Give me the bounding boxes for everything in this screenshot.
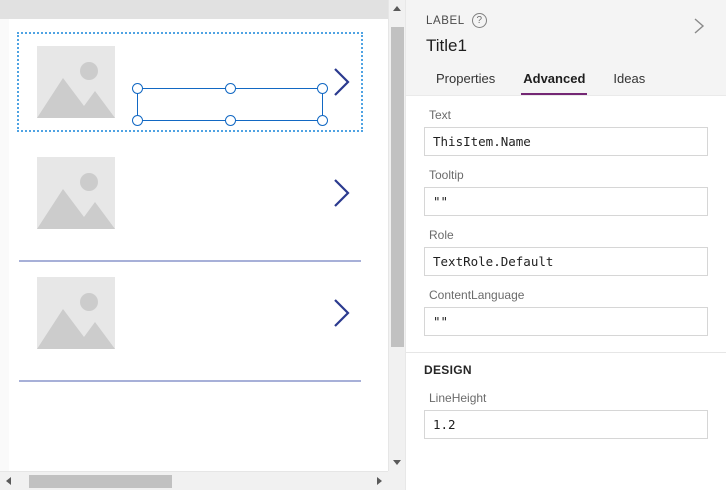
canvas-vertical-scrollbar[interactable]: [388, 0, 405, 471]
field-role: Role: [406, 228, 726, 276]
field-label-contentlanguage: ContentLanguage: [429, 288, 525, 302]
tab-ideas[interactable]: Ideas: [613, 71, 646, 86]
field-lineheight: LineHeight: [406, 391, 726, 439]
collapse-pane-button[interactable]: [686, 13, 712, 39]
section-title-design: DESIGN: [424, 363, 472, 377]
text-input[interactable]: [424, 127, 708, 156]
tab-properties[interactable]: Properties: [436, 71, 496, 86]
triangle-up-icon: [393, 6, 401, 11]
gallery-item-2[interactable]: [19, 145, 361, 241]
pane-header: LABEL ? Title1 Properties Advanced Ideas: [406, 0, 726, 96]
scrollbar-corner: [388, 471, 405, 490]
canvas-horizontal-scrollbar[interactable]: [0, 471, 405, 490]
gallery-separator: [19, 260, 361, 262]
canvas-region: [0, 0, 405, 490]
field-label-tooltip: Tooltip: [429, 168, 464, 182]
selection-rectangle[interactable]: [132, 83, 328, 126]
pane-tabs: Properties Advanced Ideas: [422, 65, 659, 95]
resize-handle-bottom-right[interactable]: [317, 115, 328, 126]
scroll-down-button[interactable]: [389, 454, 405, 471]
tab-advanced[interactable]: Advanced: [509, 65, 599, 95]
field-tooltip: Tooltip: [406, 168, 726, 216]
resize-handle-top-left[interactable]: [132, 83, 143, 94]
vertical-scroll-thumb[interactable]: [391, 27, 404, 347]
properties-pane: LABEL ? Title1 Properties Advanced Ideas…: [405, 0, 726, 490]
canvas-surface[interactable]: [9, 19, 388, 471]
triangle-right-icon: [377, 477, 382, 485]
scroll-right-button[interactable]: [371, 472, 388, 490]
pane-body: Text Tooltip Role ContentLanguage DESIGN…: [406, 96, 726, 490]
pane-title: Title1: [426, 36, 467, 55]
field-text: Text: [406, 108, 726, 156]
chevron-right-icon[interactable]: [330, 176, 352, 210]
lineheight-input[interactable]: [424, 410, 708, 439]
gallery-item-1[interactable]: [17, 32, 363, 132]
field-label-text: Text: [429, 108, 452, 122]
pane-kicker-row: LABEL ?: [426, 13, 487, 28]
image-placeholder-icon: [37, 46, 115, 118]
gallery-separator: [19, 380, 361, 382]
chevron-right-icon[interactable]: [330, 65, 352, 99]
image-placeholder-icon: [37, 277, 115, 349]
horizontal-scroll-thumb[interactable]: [29, 475, 172, 488]
image-placeholder-icon: [37, 157, 115, 229]
scroll-left-button[interactable]: [0, 472, 17, 490]
chevron-right-icon[interactable]: [330, 296, 352, 330]
section-divider: [406, 352, 726, 353]
question-mark-icon[interactable]: ?: [471, 13, 487, 28]
contentlanguage-input[interactable]: [424, 307, 708, 336]
field-label-lineheight: LineHeight: [429, 391, 487, 405]
scroll-up-button[interactable]: [389, 0, 405, 17]
canvas-top-strip: [0, 0, 388, 19]
gallery-item-3[interactable]: [19, 265, 361, 361]
tooltip-input[interactable]: [424, 187, 708, 216]
chevron-right-icon: [694, 18, 705, 34]
resize-handle-bottom-center[interactable]: [224, 115, 236, 126]
triangle-left-icon: [6, 477, 11, 485]
triangle-down-icon: [393, 460, 401, 465]
resize-handle-top-right[interactable]: [317, 83, 328, 94]
field-label-role: Role: [429, 228, 454, 242]
resize-handle-top-center[interactable]: [224, 83, 236, 94]
role-input[interactable]: [424, 247, 708, 276]
resize-handle-bottom-left[interactable]: [132, 115, 143, 126]
pane-kicker: LABEL: [426, 14, 465, 27]
field-contentlanguage: ContentLanguage: [406, 288, 726, 336]
